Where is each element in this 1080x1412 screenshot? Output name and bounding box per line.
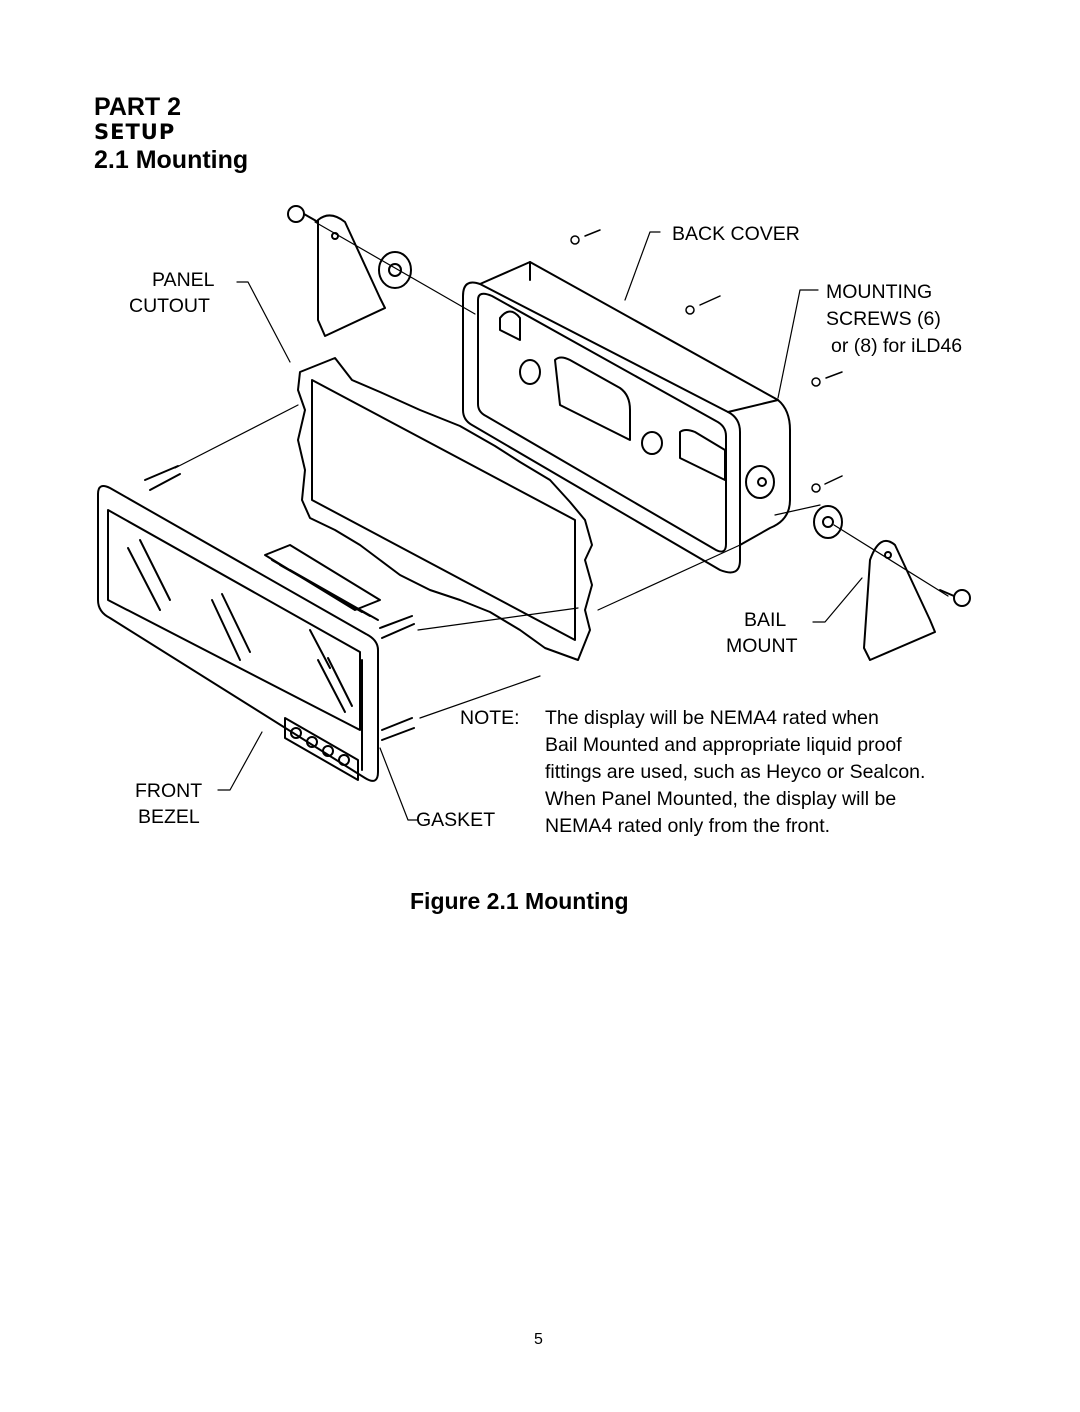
label-gasket: GASKET — [416, 809, 496, 831]
label-cutout-line2: CUTOUT — [129, 295, 210, 317]
label-mount-line2: MOUNT — [726, 635, 798, 657]
note-line-5: NEMA4 rated only from the front. — [545, 815, 831, 837]
bail-bracket-right — [813, 505, 971, 661]
note-line-2: Bail Mounted and appropriate liquid proo… — [545, 734, 902, 756]
front-bezel — [97, 465, 415, 782]
label-screws-line2: SCREWS (6) — [826, 308, 941, 330]
figure-caption: Figure 2.1 Mounting — [410, 888, 629, 914]
label-bail-line1: BAIL — [744, 609, 787, 631]
note-line-1: The display will be NEMA4 rated when — [545, 707, 879, 729]
bail-bracket-left — [287, 205, 412, 337]
section-heading: SETUP — [94, 120, 176, 144]
back-cover — [462, 261, 791, 574]
mounting-screws — [570, 229, 843, 493]
label-bezel-line2: BEZEL — [138, 806, 200, 828]
label-back-cover: BACK COVER — [672, 223, 800, 245]
note-line-4: When Panel Mounted, the display will be — [545, 788, 897, 810]
label-panel-line1: PANEL — [152, 269, 215, 291]
page-number: 5 — [534, 1331, 543, 1348]
part-heading: PART 2 — [94, 93, 182, 121]
label-screws-line3: or (8) for iLD46 — [831, 335, 963, 357]
subsection-heading: 2.1 Mounting — [94, 146, 249, 174]
label-mounting-line1: MOUNTING — [826, 281, 933, 303]
panel-cutout — [297, 357, 593, 661]
label-front-line1: FRONT — [135, 780, 203, 802]
note-prefix: NOTE: — [460, 707, 520, 729]
leader-lines — [174, 221, 949, 821]
note-line-3: fittings are used, such as Heyco or Seal… — [545, 761, 926, 783]
